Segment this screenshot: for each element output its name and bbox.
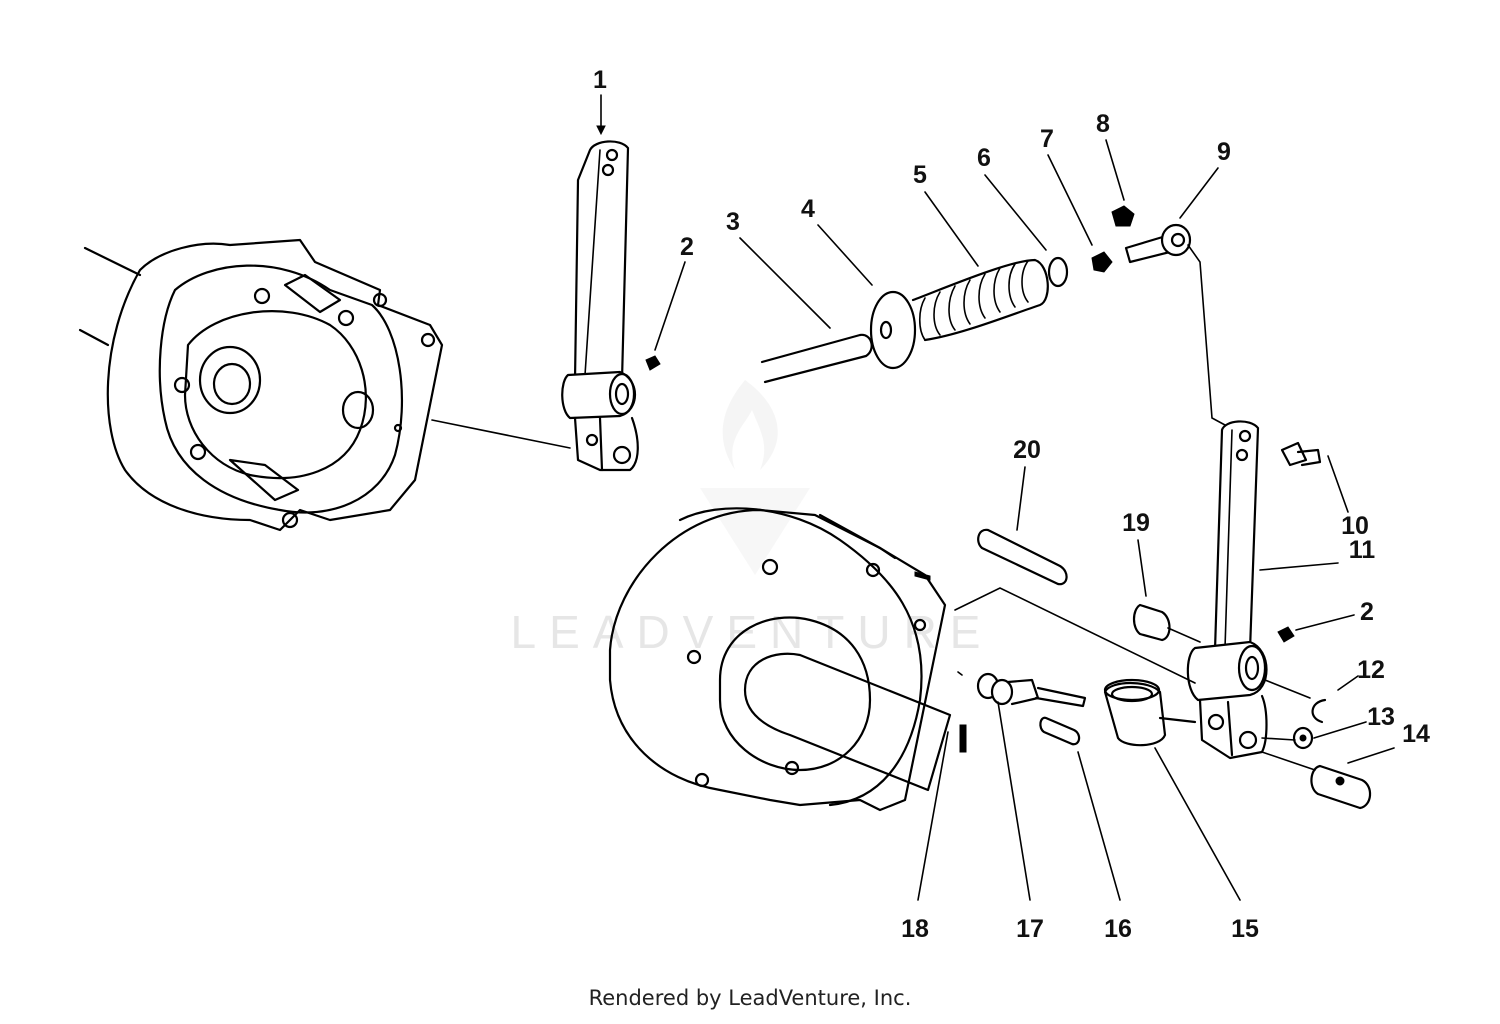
callout-18: 18 (901, 915, 929, 943)
clevis-pin (1039, 716, 1081, 746)
rod-end-nut (1111, 205, 1135, 227)
actuator-cup (1103, 678, 1197, 747)
watermark-logo (700, 380, 810, 575)
callout-20: 20 (1013, 436, 1041, 464)
callout-12: 12 (1357, 656, 1385, 684)
set-screw-lower (1277, 626, 1295, 643)
callout-17: 17 (1016, 915, 1044, 943)
callout-14: 14 (1402, 720, 1430, 748)
callout-15: 15 (1231, 915, 1259, 943)
callout-7: 7 (1040, 125, 1054, 153)
watermark-text: LEADVENTURE (511, 606, 994, 658)
callout-1: 1 (593, 66, 607, 94)
large-washer (869, 290, 917, 370)
bolt (1280, 441, 1322, 467)
spring-rod (760, 333, 873, 384)
callout-19: 19 (1122, 509, 1150, 537)
cotter-pin (957, 671, 967, 753)
callout-2: 2 (680, 233, 694, 261)
small-washer (1047, 256, 1069, 288)
render-credit: Rendered by LeadVenture, Inc. (588, 986, 912, 1010)
callout-11: 11 (1349, 536, 1376, 564)
callout-5: 5 (913, 161, 927, 189)
lower-housing (608, 507, 952, 812)
lock-nut (1292, 726, 1314, 750)
callout-4: 4 (801, 195, 815, 223)
callout-9: 9 (1217, 138, 1231, 166)
callout-10: 10 (1341, 512, 1369, 540)
callout-6: 6 (977, 144, 991, 172)
callout-13: 13 (1367, 703, 1395, 731)
hex-nut (1091, 251, 1113, 273)
lever-arm (1186, 420, 1268, 760)
rod-end (1124, 223, 1192, 264)
callout-2: 2 (1360, 598, 1374, 626)
e-clip (1311, 698, 1327, 724)
callout-8: 8 (1096, 110, 1110, 138)
compression-spring (911, 258, 1049, 342)
set-screw (645, 355, 661, 371)
pivot-pin (977, 528, 1068, 586)
bushing (1132, 603, 1171, 642)
leader-lines (596, 94, 1395, 901)
brake-arm (561, 140, 639, 472)
callout-16: 16 (1104, 915, 1132, 943)
left-housing (78, 238, 444, 532)
sleeve (1310, 764, 1372, 810)
callout-3: 3 (726, 208, 740, 236)
clevis (976, 672, 1087, 708)
